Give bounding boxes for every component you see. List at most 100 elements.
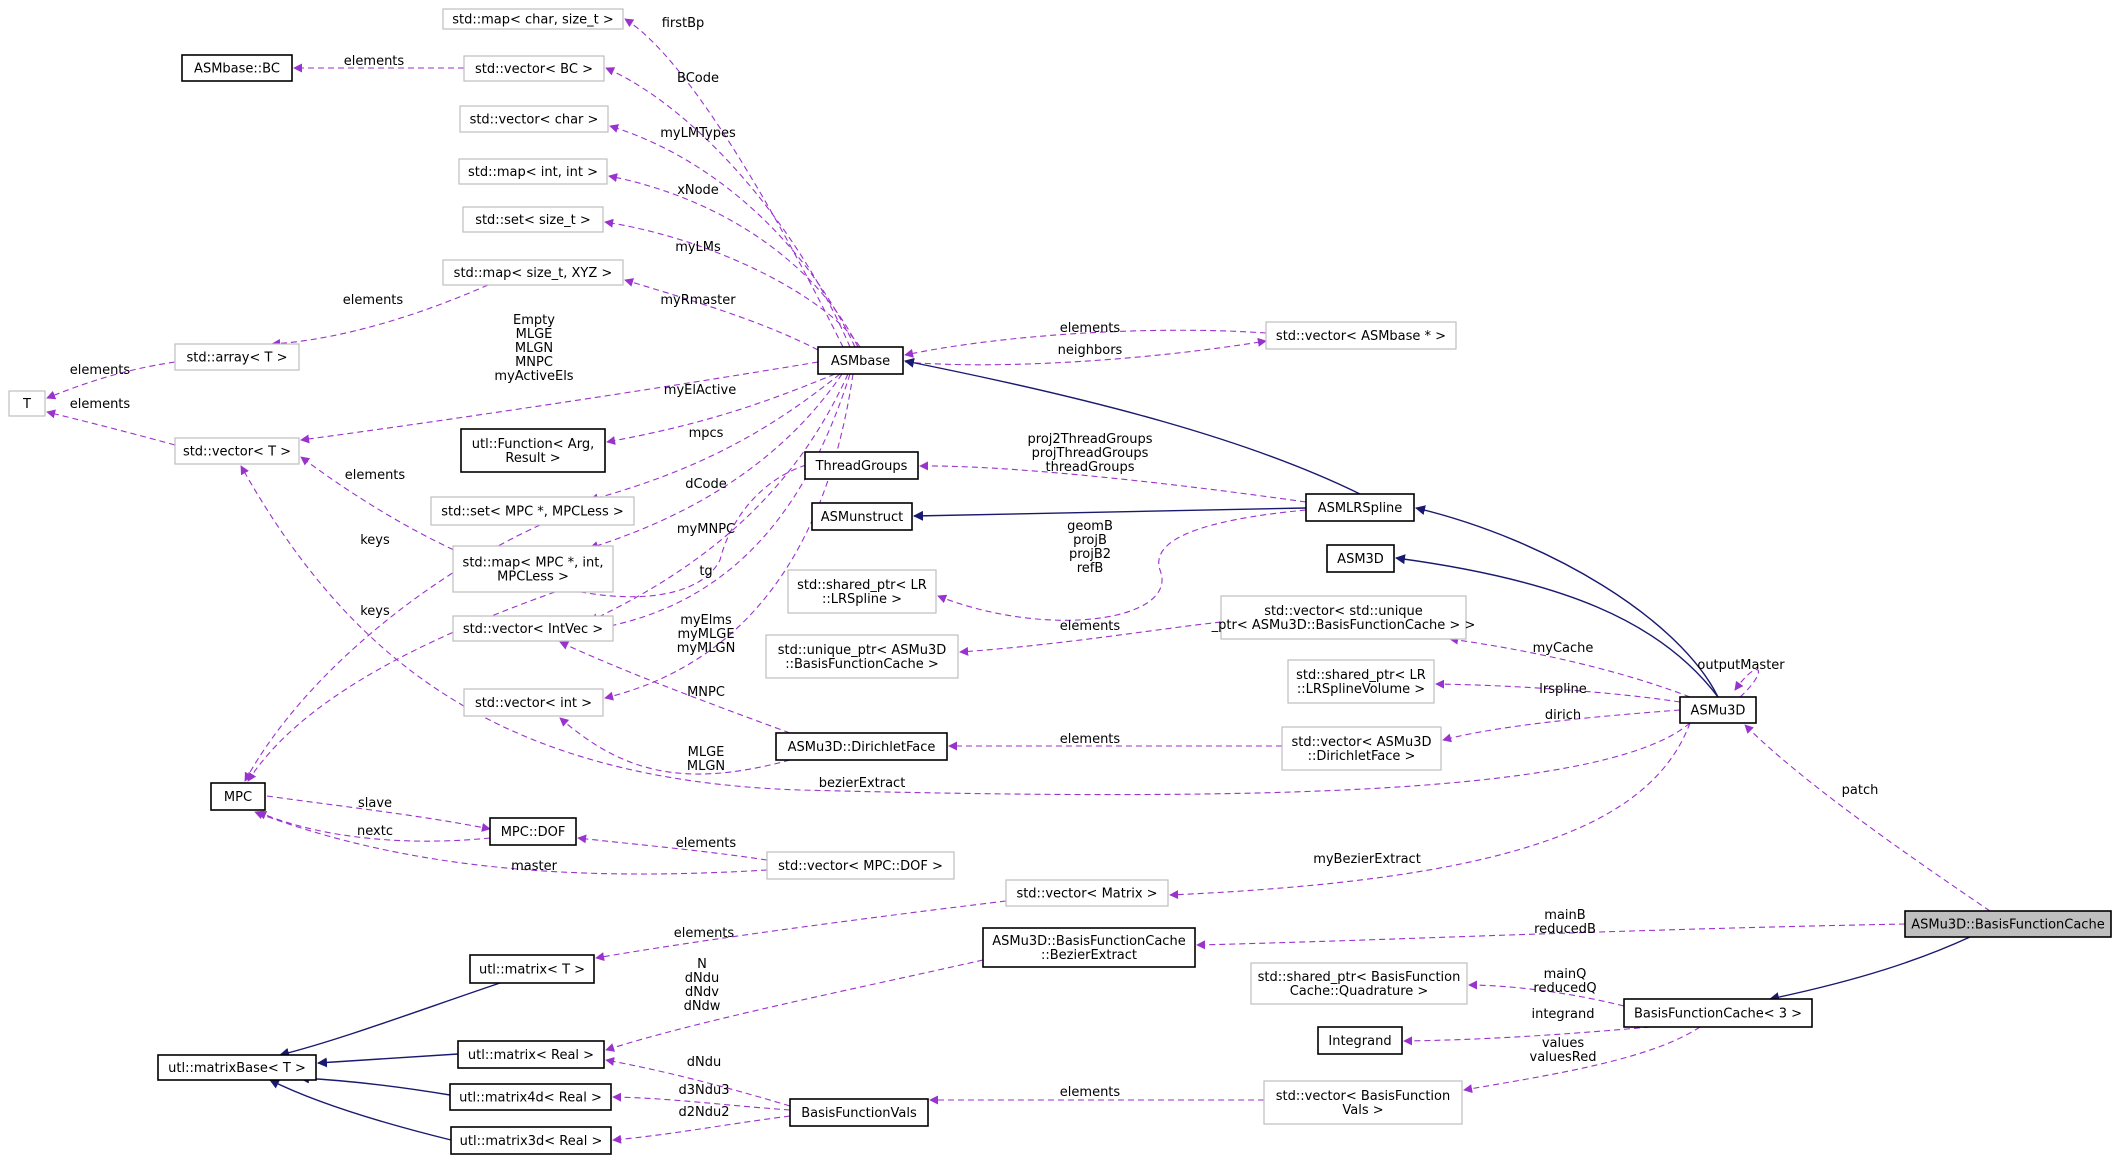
node-asmu3d[interactable]: ASMu3D	[1679, 696, 1757, 724]
edge-map-keys	[247, 591, 556, 782]
node-mpc[interactable]: MPC	[210, 782, 266, 811]
node-label: Result >	[505, 451, 560, 466]
node-asmbase[interactable]: ASMbase	[817, 346, 904, 375]
node-asmlrspline[interactable]: ASMLRSpline	[1305, 493, 1415, 522]
edge-label: firstBp	[662, 16, 705, 31]
edge-integrand	[1403, 1026, 1651, 1046]
node-dirichletface[interactable]: ASMu3D::DirichletFace	[775, 732, 948, 761]
node-mpc-dof[interactable]: MPC::DOF	[489, 817, 577, 846]
edge-label: myActiveEls	[494, 369, 573, 384]
node-label: std::map< MPC *, int,	[463, 556, 604, 571]
node-label: ::BasisFunctionCache >	[785, 657, 939, 672]
node-box	[766, 851, 955, 880]
edge-lr-unstruct	[913, 507, 1307, 521]
edge-label: MLGN	[515, 341, 553, 356]
node-label: ASMunstruct	[821, 510, 904, 525]
edge-myelactive	[606, 373, 836, 445]
node-label: std::vector< char >	[470, 113, 599, 128]
node-utl-matrix4d[interactable]: utl::matrix4d< Real >	[449, 1083, 612, 1111]
node-box	[174, 343, 300, 371]
node-vec-t: std::vector< T >	[174, 437, 300, 465]
node-box	[457, 1040, 605, 1069]
node-asmbase-bc[interactable]: ASMbase::BC	[181, 54, 293, 82]
edge-mainq	[1468, 980, 1625, 1007]
node-map-char: std::map< char, size_t >	[442, 8, 624, 30]
node-box	[442, 259, 624, 286]
edge-cache-elements	[959, 621, 1222, 656]
edge-d2ndu2	[612, 1115, 791, 1144]
node-label: ASMu3D::BasisFunctionCache	[992, 934, 1185, 949]
node-box	[1265, 321, 1457, 350]
edge-label: valuesRed	[1530, 1050, 1597, 1065]
node-box	[1263, 1080, 1463, 1125]
edge-mylms	[604, 218, 861, 348]
node-label: BasisFunctionVals	[801, 1106, 917, 1121]
node-utl-matrix-real[interactable]: utl::matrix< Real >	[457, 1040, 605, 1069]
node-label: ::LRSpline >	[822, 592, 902, 607]
node-utl-function[interactable]: utl::Function< Arg,Result >	[460, 428, 606, 473]
node-bfc3[interactable]: BasisFunctionCache< 3 >	[1623, 998, 1813, 1028]
edge-m4-base	[299, 1073, 451, 1096]
edge-label: myMNPC	[677, 522, 735, 537]
node-box	[1220, 595, 1467, 640]
node-bezierextract[interactable]: ASMu3D::BasisFunctionCache::BezierExtrac…	[982, 927, 1196, 968]
node-set-mpc: std::set< MPC *, MPCLess >	[430, 496, 635, 526]
node-label: ASM3D	[1337, 552, 1384, 567]
node-asmunstruct[interactable]: ASMunstruct	[811, 502, 913, 531]
edge-vect-elements	[46, 409, 176, 446]
edge-dcode	[589, 373, 843, 550]
edge-label: mainQ	[1544, 967, 1587, 982]
node-label: std::array< T >	[187, 351, 288, 366]
node-utl-matrixbase[interactable]: utl::matrixBase< T >	[157, 1054, 317, 1081]
node-label: std::shared_ptr< LR	[797, 578, 927, 593]
edge-vecasm-elements	[904, 329, 1267, 358]
node-label: Cache::Quadrature >	[1290, 984, 1429, 999]
node-box	[489, 817, 577, 846]
node-threadgroups[interactable]: ThreadGroups	[804, 451, 919, 480]
node-box	[775, 732, 948, 761]
node-asm3d[interactable]: ASM3D	[1326, 544, 1395, 573]
node-box	[449, 1083, 612, 1111]
edge-proj2	[919, 461, 1307, 503]
edge-label: elements	[1060, 619, 1121, 634]
edge-label: elements	[1060, 732, 1121, 747]
edge-label: nextc	[357, 824, 393, 839]
node-box	[430, 496, 635, 526]
node-label: BasisFunctionCache< 3 >	[1634, 1007, 1802, 1022]
edge-label: proj2ThreadGroups	[1028, 432, 1153, 447]
node-box	[982, 927, 1196, 968]
edge-xyz-elements	[271, 284, 489, 349]
node-box	[789, 1098, 929, 1127]
node-box	[181, 54, 293, 82]
edge-bfc3-inherit	[1769, 936, 1971, 1003]
node-box	[460, 428, 606, 473]
edge-label: MLGE	[516, 327, 553, 342]
edge-outputmaster	[1734, 669, 1760, 698]
node-vec-asmbase: std::vector< ASMbase * >	[1265, 321, 1457, 350]
edge-label: projB	[1073, 533, 1107, 548]
node-utl-matrix-t[interactable]: utl::matrix< T >	[469, 954, 595, 984]
node-label: MPC::DOF	[501, 825, 566, 840]
edge-label: myLMTypes	[660, 126, 736, 141]
node-integrand[interactable]: Integrand	[1317, 1026, 1403, 1055]
edge-label: neighbors	[1058, 343, 1123, 358]
edge-myelms	[604, 373, 854, 701]
node-label: ASMbase::BC	[194, 62, 280, 77]
node-label: std::map< size_t, XYZ >	[454, 266, 613, 281]
edge-label: geomB	[1067, 519, 1113, 534]
edge-label: keys	[360, 604, 390, 619]
node-label: Vals >	[1342, 1103, 1383, 1118]
edge-label: myMLGN	[677, 641, 736, 656]
node-label: std::vector< BC >	[475, 62, 593, 77]
edge-label: master	[511, 859, 557, 874]
node-bfc-focus[interactable]: ASMu3D::BasisFunctionCache	[1904, 910, 2112, 938]
edge-mlge	[559, 717, 791, 775]
node-utl-matrix3d[interactable]: utl::matrix3d< Real >	[450, 1126, 612, 1155]
edge-label: dNdu	[687, 1055, 721, 1070]
node-box	[462, 206, 604, 233]
edge-label: dNdw	[684, 999, 721, 1014]
edge-label: slave	[358, 796, 392, 811]
node-map-int: std::map< int, int >	[458, 158, 608, 185]
edge-geomb	[937, 509, 1307, 621]
node-basisfunctionvals[interactable]: BasisFunctionVals	[789, 1098, 929, 1127]
